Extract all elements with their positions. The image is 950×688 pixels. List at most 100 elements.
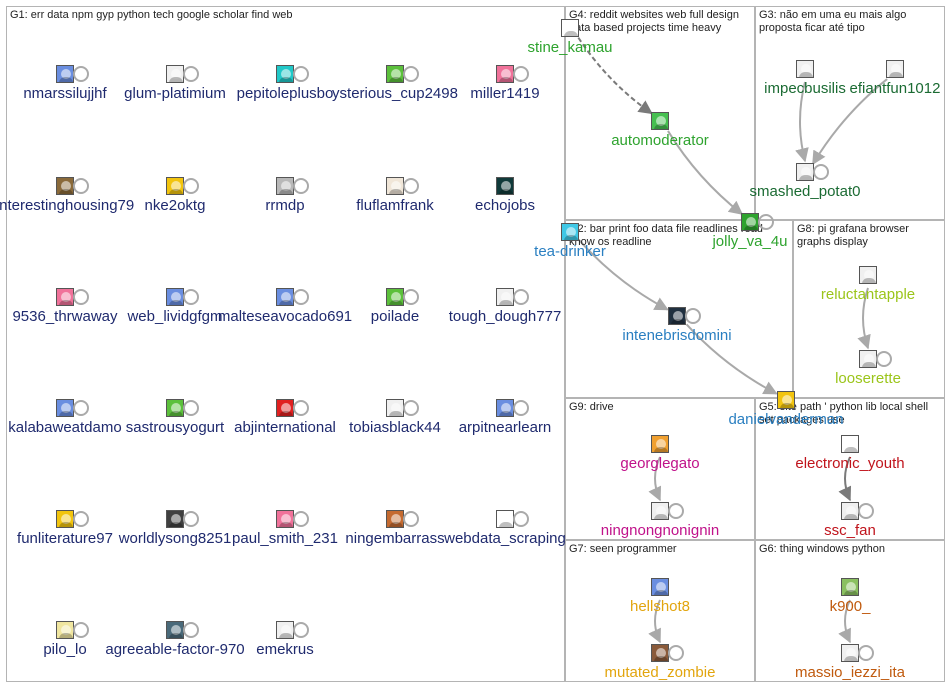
user-avatar-icon — [276, 177, 294, 195]
group-label-g4: G4: reddit websites web full design data… — [569, 9, 739, 34]
node-label: arpitnearlearn — [458, 419, 552, 436]
user-avatar-icon — [496, 288, 514, 306]
edge-k900_-to-massio_iezzi_ita — [838, 599, 851, 644]
user-avatar-icon — [668, 307, 686, 325]
user-avatar-icon — [741, 213, 759, 231]
self-loop-icon — [293, 66, 309, 82]
node-label: poilade — [370, 308, 420, 325]
group-label-g2: G2: bar print foo data file readlines re… — [569, 223, 763, 248]
node-label: miller1419 — [470, 85, 540, 102]
user-avatar-icon — [276, 399, 294, 417]
node-label: glum-platimium — [124, 85, 226, 102]
user-avatar-icon — [56, 399, 74, 417]
user-avatar-icon — [796, 60, 814, 78]
user-avatar-icon — [777, 391, 795, 409]
node-label: tea-drinker — [534, 243, 606, 260]
user-avatar-icon — [496, 510, 514, 528]
node-label: abjinternational — [234, 419, 336, 436]
user-avatar-icon — [386, 177, 404, 195]
user-avatar-icon — [56, 621, 74, 639]
group-label-g9: G9: drive — [569, 401, 614, 413]
node-label: efiantfun1012 — [849, 80, 941, 97]
user-avatar-icon — [841, 502, 859, 520]
group-box-g6: G6: thing windows python — [755, 540, 945, 682]
group-box-g4: G4: reddit websites web full design data… — [565, 6, 755, 220]
edge-stine_kamau-to-automoderator — [577, 37, 653, 115]
self-loop-icon — [293, 289, 309, 305]
node-label: funliterature97 — [17, 530, 113, 547]
self-loop-icon — [293, 400, 309, 416]
self-loop-icon — [183, 400, 199, 416]
user-avatar-icon — [166, 288, 184, 306]
edge-hellshot8-to-mutated_zombie — [648, 599, 661, 644]
node-label: jolly_va_4u — [712, 233, 788, 250]
node-label: webdata_scraping — [444, 530, 566, 547]
user-avatar-icon — [276, 510, 294, 528]
user-avatar-icon — [386, 510, 404, 528]
node-label: georglegato — [620, 455, 700, 472]
self-loop-icon — [73, 622, 89, 638]
self-loop-icon — [685, 308, 701, 324]
edge-tea-drinker-to-intenebrisdomini — [578, 239, 669, 311]
node-label: emekrus — [256, 641, 314, 658]
node-label: pilo_lo — [43, 641, 87, 658]
node-label: pepitoleplusbo — [236, 85, 334, 102]
self-loop-icon — [513, 400, 529, 416]
self-loop-icon — [293, 511, 309, 527]
self-loop-icon — [403, 289, 419, 305]
user-avatar-icon — [166, 510, 184, 528]
node-label: agreeable-factor-970 — [105, 641, 245, 658]
node-label: impecbusilis — [764, 80, 846, 97]
group-box-g5: G5: site path ' python lib local shell s… — [755, 398, 945, 540]
node-label: ysterious_cup2498 — [332, 85, 458, 102]
node-label: k900_ — [829, 598, 871, 615]
self-loop-icon — [403, 178, 419, 194]
node-label: reluctantapple — [820, 286, 916, 303]
user-avatar-icon — [386, 65, 404, 83]
self-loop-icon — [73, 400, 89, 416]
group-box-g7: G7: seen programmer — [565, 540, 755, 682]
group-label-g1: G1: err data npm gyp python tech google … — [10, 9, 293, 21]
node-label: sastrousyogurt — [125, 419, 225, 436]
self-loop-icon — [183, 622, 199, 638]
node-label: danielvanderman — [728, 411, 844, 428]
user-avatar-icon — [496, 177, 514, 195]
group-label-g5: G5: site path ' python lib local shell s… — [759, 401, 929, 426]
self-loop-icon — [758, 214, 774, 230]
self-loop-icon — [876, 351, 892, 367]
node-label: smashed_potat0 — [749, 183, 861, 200]
group-box-g1: G1: err data npm gyp python tech google … — [6, 6, 565, 682]
self-loop-icon — [513, 289, 529, 305]
self-loop-icon — [513, 511, 529, 527]
group-label-g7: G7: seen programmer — [569, 543, 677, 555]
self-loop-icon — [403, 511, 419, 527]
self-loop-icon — [668, 503, 684, 519]
group-label-g3: G3: não em uma eu mais algo proposta fic… — [759, 9, 907, 34]
self-loop-icon — [293, 178, 309, 194]
node-label: tobiasblack44 — [349, 419, 441, 436]
user-avatar-icon — [859, 350, 877, 368]
group-label-g6: G6: thing windows python — [759, 543, 885, 555]
group-box-g3: G3: não em uma eu mais algo proposta fic… — [755, 6, 945, 220]
self-loop-icon — [858, 645, 874, 661]
edge-georglegato-to-ningnongnonignin — [648, 456, 662, 502]
node-label: ningnongnonignin — [600, 522, 720, 539]
edge-impecbusilis-to-smashed_potat0 — [795, 81, 809, 163]
user-avatar-icon — [56, 510, 74, 528]
node-label: rrmdp — [265, 197, 305, 214]
user-avatar-icon — [886, 60, 904, 78]
group-box-g8: G8: pi grafana browser graphs display — [793, 220, 945, 398]
user-avatar-icon — [859, 266, 877, 284]
user-avatar-icon — [276, 288, 294, 306]
group-box-g9: G9: drive — [565, 398, 755, 540]
user-avatar-icon — [386, 288, 404, 306]
node-label: mutated_zombie — [604, 664, 716, 681]
group-label-g8: G8: pi grafana browser graphs display — [797, 223, 909, 248]
node-label: hellshot8 — [629, 598, 691, 615]
self-loop-icon — [73, 66, 89, 82]
edge-automoderator-to-jolly_va_4u — [667, 130, 744, 215]
node-label: ningembarrass — [345, 530, 445, 547]
self-loop-icon — [293, 622, 309, 638]
user-avatar-icon — [651, 435, 669, 453]
